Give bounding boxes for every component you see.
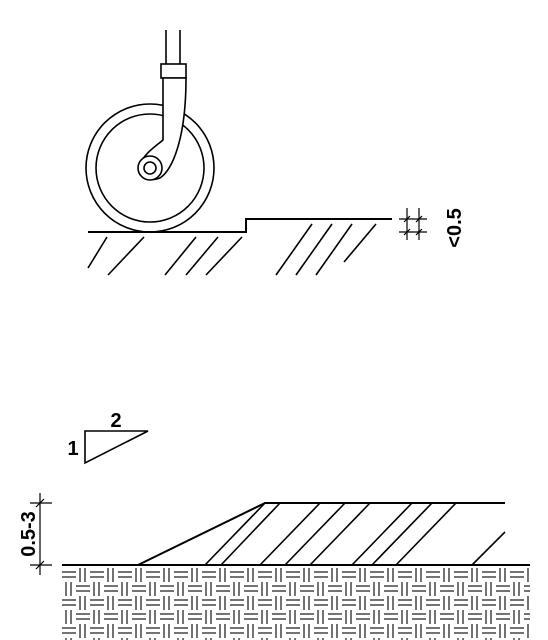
threshold-label: <0.5 bbox=[444, 208, 466, 247]
ramp-height-dimension bbox=[30, 493, 52, 575]
slope-indicator: 1 2 bbox=[67, 410, 149, 465]
threshold-dimension bbox=[399, 208, 427, 240]
ramp-section bbox=[62, 502, 530, 566]
caster-axle bbox=[137, 155, 163, 181]
wheelchair-caster-detail bbox=[85, 30, 427, 276]
ramp-hatching bbox=[204, 502, 506, 566]
slope-run-label: 2 bbox=[110, 410, 121, 432]
ramp-surface bbox=[137, 502, 505, 566]
paving-pattern bbox=[62, 568, 530, 640]
caster-stem bbox=[160, 30, 187, 79]
floor-with-threshold bbox=[88, 218, 392, 233]
ground-hatching bbox=[87, 223, 377, 276]
slope-rise-label: 1 bbox=[67, 438, 78, 460]
ramp-height-label: 0.5-3 bbox=[18, 511, 40, 557]
